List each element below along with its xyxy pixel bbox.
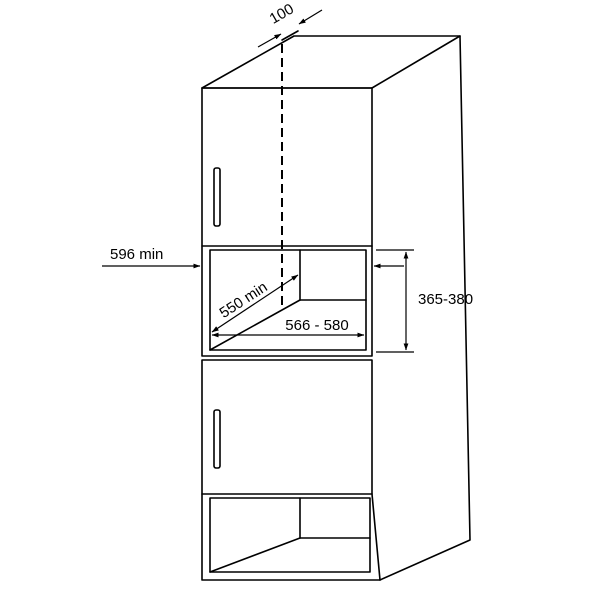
cabinet-side-panel — [371, 35, 471, 581]
back-panel-edge — [281, 30, 299, 41]
niche-depth-dimension-line — [211, 274, 299, 333]
vent-gap-arrow-right — [298, 9, 323, 25]
upper-cabinet-door — [201, 87, 373, 247]
bottom-compartment-frame — [201, 493, 381, 581]
vent-gap-label: 100 — [267, 0, 297, 27]
bottom-compartment-opening — [209, 497, 371, 573]
niche-width-label: 596 min — [110, 246, 163, 263]
niche-depth-label: 550 min — [217, 279, 271, 322]
niche-frame — [201, 245, 373, 357]
inner-width-label: 566 - 580 — [285, 317, 348, 334]
lower-cabinet-door — [201, 359, 373, 495]
cabinet-top — [201, 35, 461, 89]
lower-door-handle — [213, 409, 221, 469]
niche-height-label: 365-380 — [418, 291, 473, 308]
bottom-floor-diagonal — [209, 537, 301, 573]
vent-gap-arrow-left — [257, 33, 282, 48]
upper-door-handle — [213, 167, 221, 227]
